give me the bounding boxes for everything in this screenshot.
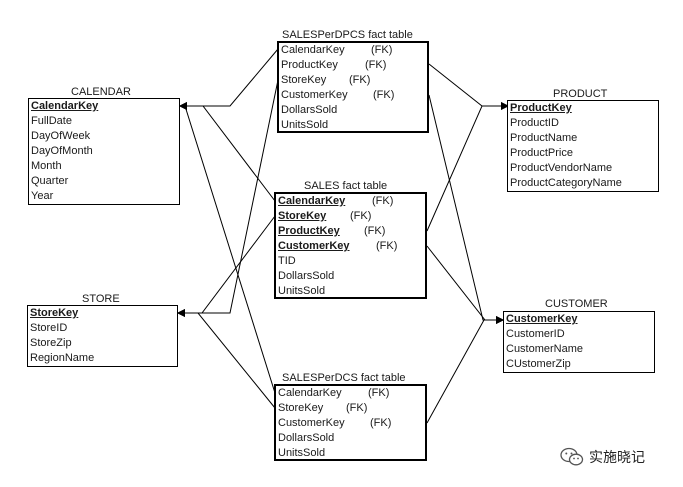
line-dpcs-calendar (179, 48, 279, 110)
field-row: DayOfMonth (31, 145, 93, 157)
line-sales-calendar (179, 102, 276, 202)
field-row: CalendarKey(FK) (278, 387, 390, 399)
customer-title: CUSTOMER (545, 298, 608, 310)
line-dcs-calendar (179, 102, 276, 394)
field-row: StoreZip (30, 337, 72, 349)
field-row: ProductPrice (510, 147, 573, 159)
field-row: StoreKey(FK) (281, 74, 371, 86)
field-row: CustomerKey(FK) (278, 417, 392, 429)
line-dcs-customer (426, 316, 504, 424)
field-row: ProductName (510, 132, 578, 144)
field-row: DollarsSold (278, 432, 335, 444)
field-row: TID (278, 255, 296, 267)
field-row: ProductID (510, 117, 559, 129)
store-title: STORE (82, 293, 120, 305)
primary-key-row: CalendarKey (31, 100, 99, 112)
sales-per-dcs-table[interactable]: CalendarKey(FK) StoreKey(FK) CustomerKey… (274, 384, 427, 461)
sales-per-dcs-title: SALESPerDCS fact table (282, 372, 406, 384)
field-row: CustomerKey(FK) (281, 89, 395, 101)
field-row: StoreKey(FK) (278, 402, 368, 414)
line-dpcs-product (428, 63, 509, 110)
field-row: CustomerName (506, 343, 584, 355)
field-row: UnitsSold (278, 285, 326, 297)
product-title: PRODUCT (553, 88, 608, 100)
field-row: Quarter (31, 175, 69, 187)
field-row: ProductVendorName (510, 162, 613, 174)
sales-table[interactable]: CalendarKey(FK) StoreKey(FK) ProductKey(… (274, 192, 427, 299)
field-row: UnitsSold (278, 447, 326, 459)
field-row: ProductCategoryName (510, 177, 622, 189)
primary-key-row: ProductKey (510, 102, 572, 114)
wechat-icon (560, 447, 584, 466)
sales-per-dpcs-table[interactable]: CalendarKey(FK) ProductKey(FK) StoreKey(… (277, 41, 429, 133)
field-row: CalendarKey(FK) (281, 44, 393, 56)
sales-title: SALES fact table (304, 180, 388, 192)
field-row: Month (31, 160, 62, 172)
watermark: 实施晓记 (560, 447, 645, 467)
line-dcs-store (177, 309, 276, 409)
field-row: DollarsSold (278, 270, 335, 282)
watermark-text: 实施晓记 (589, 449, 645, 465)
field-row: FullDate (31, 115, 72, 127)
calendar-title: CALENDAR (71, 86, 131, 98)
line-sales-product (426, 102, 509, 232)
foreign-key-row: StoreKey(FK) (278, 210, 372, 222)
field-row: ProductKey(FK) (281, 59, 387, 71)
sales-per-dpcs-title: SALESPerDPCS fact table (282, 29, 413, 41)
line-dpcs-customer (428, 94, 504, 324)
foreign-key-row: CustomerKey(FK) (278, 240, 398, 252)
line-sales-store (177, 215, 276, 317)
product-table[interactable]: ProductKey ProductID ProductName Product… (507, 100, 659, 192)
field-row: Year (31, 190, 54, 202)
store-table[interactable]: StoreKey StoreID StoreZip RegionName (27, 305, 178, 367)
field-row: CUstomerZip (506, 358, 571, 370)
field-row: RegionName (30, 352, 95, 364)
customer-table[interactable]: CustomerKey CustomerID CustomerName CUst… (503, 311, 655, 373)
field-row: UnitsSold (281, 119, 329, 131)
line-sales-customer (426, 245, 504, 324)
foreign-key-row: CalendarKey(FK) (278, 195, 394, 207)
foreign-key-row: ProductKey(FK) (278, 225, 386, 237)
calendar-table[interactable]: CalendarKey FullDate DayOfWeek DayOfMont… (28, 98, 180, 205)
primary-key-row: StoreKey (30, 307, 79, 319)
field-row: StoreID (30, 322, 68, 334)
primary-key-row: CustomerKey (506, 313, 578, 325)
field-row: DayOfWeek (31, 130, 91, 142)
field-row: CustomerID (506, 328, 565, 340)
field-row: DollarsSold (281, 104, 338, 116)
